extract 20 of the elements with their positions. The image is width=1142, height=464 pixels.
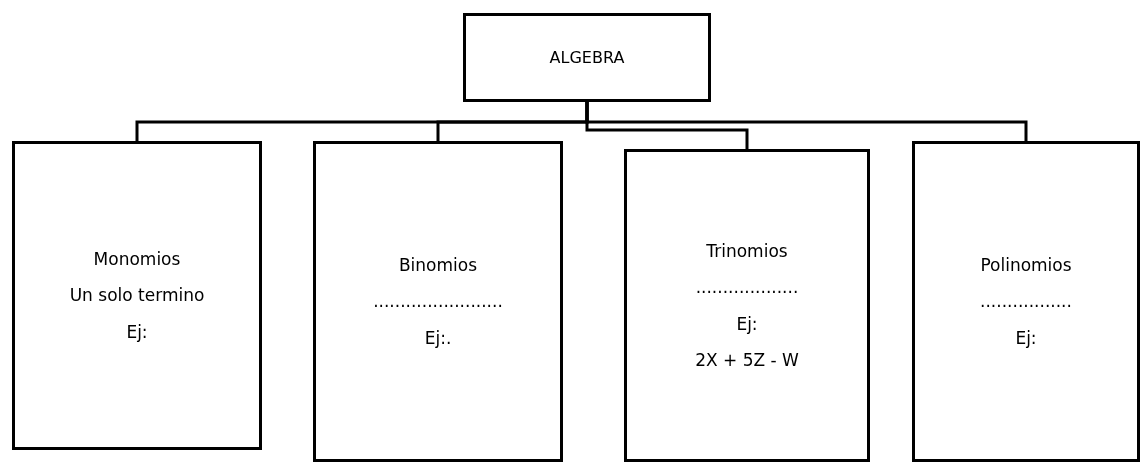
box-text: Ej: <box>736 313 758 334</box>
box-text: 2X + 5Z - W <box>695 349 799 371</box>
concept-box <box>313 141 563 462</box>
box-text: Un solo termino <box>69 285 205 306</box>
box-text: Polinomios <box>980 254 1072 276</box>
box-text: Monomios <box>93 248 181 270</box>
box-text: Ej: <box>1015 327 1037 349</box>
concept-box <box>12 141 262 450</box>
concept-box <box>624 149 870 462</box>
connector-line <box>585 102 1028 141</box>
box-text: Binomios <box>398 254 478 276</box>
box-text: ........................ <box>373 291 503 312</box>
box-text: ALGEBRA <box>549 47 625 68</box>
box-text: ................. <box>980 291 1072 312</box>
box-text: ................... <box>695 277 799 298</box>
box-text: Trinomios <box>706 240 788 262</box>
box-text: Ej:. <box>424 327 452 349</box>
concept-box <box>912 141 1140 462</box>
box-text: Ej: <box>126 321 148 343</box>
concept-box <box>463 13 711 102</box>
